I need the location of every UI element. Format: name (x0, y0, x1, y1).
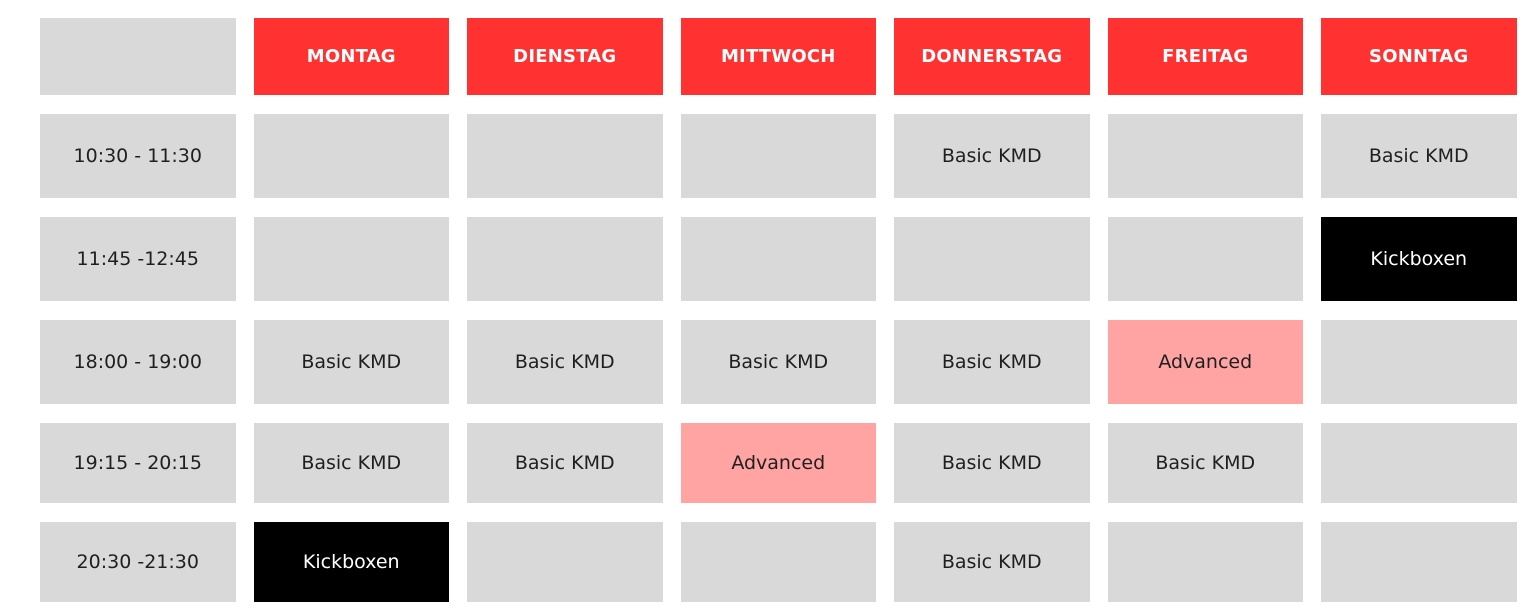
day-header-dienstag: DIENSTAG (467, 18, 663, 95)
schedule-cell (253, 114, 449, 198)
schedule-cell: Basic KMD (894, 320, 1090, 404)
schedule-cell: Basic KMD (894, 423, 1090, 503)
schedule-cell-advanced: Advanced (680, 423, 876, 503)
day-header-freitag: FREITAG (1107, 18, 1303, 95)
schedule-cell (1321, 320, 1517, 404)
schedule-cell (467, 217, 663, 301)
schedule-table: MONTAG DIENSTAG MITTWOCH DONNERSTAG FREI… (40, 18, 1517, 602)
schedule-cell (1107, 522, 1303, 602)
schedule-cell: Basic KMD (467, 423, 663, 503)
time-slot: 11:45 -12:45 (40, 217, 236, 301)
schedule-cell (894, 217, 1090, 301)
schedule-cell: Basic KMD (1107, 423, 1303, 503)
day-header-sonntag: SONNTAG (1321, 18, 1517, 95)
schedule-cell: Basic KMD (1321, 114, 1517, 198)
schedule-cell-kickboxen: Kickboxen (253, 522, 449, 602)
schedule-cell (1107, 114, 1303, 198)
schedule-cell: Basic KMD (467, 320, 663, 404)
time-slot: 20:30 -21:30 (40, 522, 236, 602)
schedule-cell-kickboxen: Kickboxen (1321, 217, 1517, 301)
schedule-cell-advanced: Advanced (1107, 320, 1303, 404)
time-slot: 19:15 - 20:15 (40, 423, 236, 503)
schedule-cell (253, 217, 449, 301)
schedule-cell: Basic KMD (680, 320, 876, 404)
time-slot: 18:00 - 19:00 (40, 320, 236, 404)
schedule-cell (1321, 423, 1517, 503)
corner-cell (40, 18, 236, 95)
schedule-cell (680, 522, 876, 602)
day-header-montag: MONTAG (253, 18, 449, 95)
time-slot: 10:30 - 11:30 (40, 114, 236, 198)
schedule-cell (680, 114, 876, 198)
schedule-cell (680, 217, 876, 301)
schedule-cell: Basic KMD (253, 320, 449, 404)
schedule-cell: Basic KMD (253, 423, 449, 503)
schedule-cell (467, 522, 663, 602)
day-header-mittwoch: MITTWOCH (680, 18, 876, 95)
day-header-donnerstag: DONNERSTAG (894, 18, 1090, 95)
schedule-cell: Basic KMD (894, 114, 1090, 198)
schedule-cell (1107, 217, 1303, 301)
schedule-cell (1321, 522, 1517, 602)
schedule-cell (467, 114, 663, 198)
schedule-cell: Basic KMD (894, 522, 1090, 602)
